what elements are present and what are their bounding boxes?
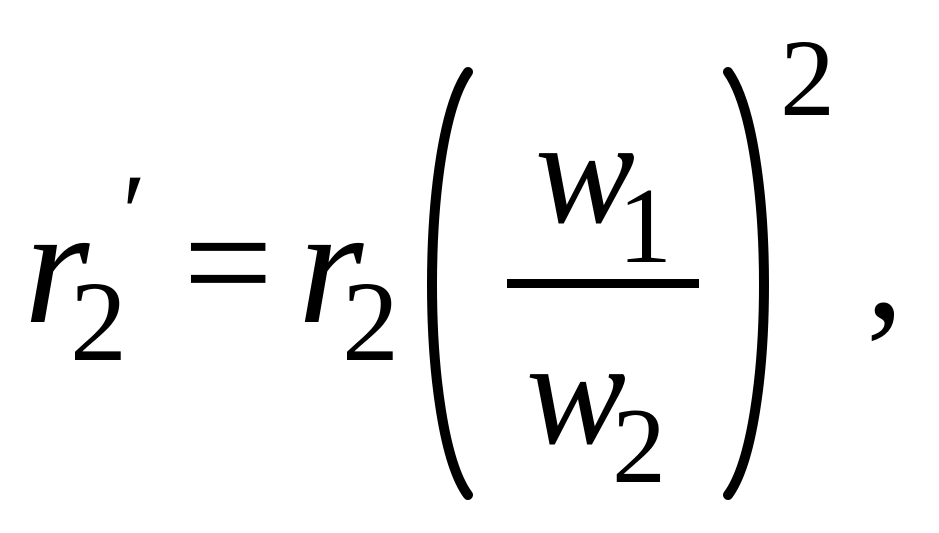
lhs-prime: ′ [122, 152, 146, 274]
fraction-bar [507, 279, 699, 288]
exponent: 2 [780, 17, 835, 139]
numerator-variable: w [535, 89, 635, 255]
right-parenthesis [723, 67, 769, 500]
trailing-comma: , [866, 185, 904, 351]
numerator-subscript: 1 [618, 167, 672, 286]
rhs-base-variable: r [298, 173, 364, 359]
denominator-variable: w [526, 310, 626, 476]
rhs-subscript: 2 [342, 258, 399, 385]
lhs-subscript: 2 [70, 258, 127, 385]
lhs-base-variable: r [24, 173, 90, 359]
denominator-subscript: 2 [612, 387, 666, 506]
equals-sign: = [183, 173, 273, 351]
left-parenthesis [427, 67, 473, 500]
